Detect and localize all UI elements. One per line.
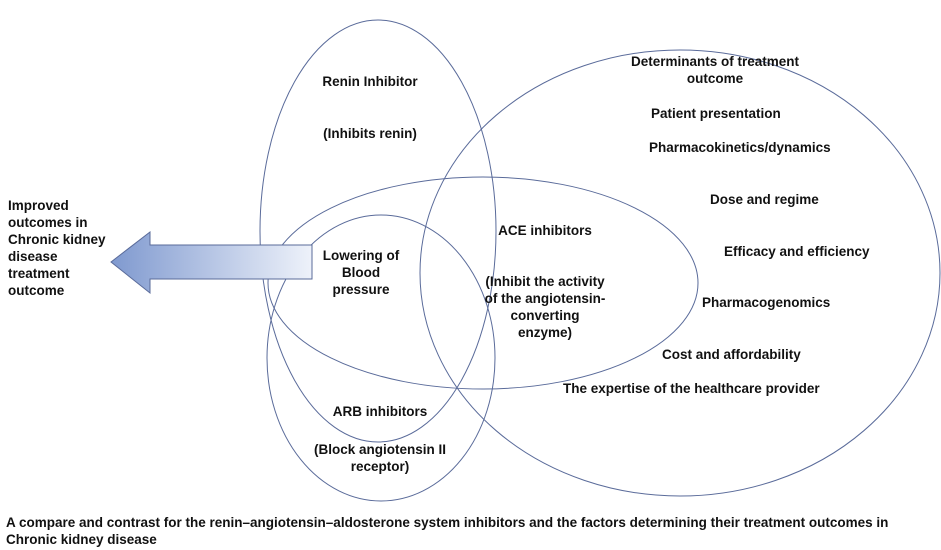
renin-inhibitor-ellipse [259, 19, 497, 443]
venn-diagram [110, 19, 941, 502]
ace-inhibitors-ellipse [267, 176, 699, 390]
determinants-title-line1: Determinants of treatment [630, 54, 800, 69]
arb-inhibitors-ellipse [266, 214, 496, 502]
determinant-item: Pharmacogenomics [702, 295, 831, 310]
determinant-item: Patient presentation [651, 106, 781, 121]
figure-caption: A compare and contrast for the renin–ang… [6, 515, 889, 547]
renin-inhibitor-desc: (Inhibits renin) [323, 126, 417, 141]
outcome-label-line: treatment [8, 266, 70, 281]
determinant-item: Cost and affordability [662, 347, 801, 362]
center-label-line2: Blood [341, 265, 381, 280]
outcome-label-line: disease [8, 249, 58, 264]
renin-inhibitor-title: Renin Inhibitor [322, 74, 418, 89]
outcome-label-line: Chronic kidney [8, 232, 106, 247]
determinant-item: Pharmacokinetics/dynamics [649, 140, 831, 155]
ace-inhibitors-title: ACE inhibitors [498, 223, 592, 238]
outcome-label-line: Improved [8, 198, 69, 213]
ace-inhibitors-desc-line3: converting [510, 308, 580, 323]
outcome-label-line: outcome [8, 283, 65, 298]
center-label-line1: Lowering of [322, 248, 400, 263]
determinant-item: Dose and regime [710, 192, 819, 207]
ace-inhibitors-desc-line1: (Inhibit the activity [485, 274, 605, 289]
arb-inhibitors-desc-line1: (Block angiotensin II [313, 442, 446, 457]
outcome-arrow [110, 230, 313, 295]
center-label-line3: pressure [332, 282, 390, 297]
determinant-item: The expertise of the healthcare provider [563, 381, 820, 396]
determinants-ellipse [419, 49, 941, 497]
arb-inhibitors-title: ARB inhibitors [332, 404, 428, 419]
determinant-item: Efficacy and efficiency [724, 244, 870, 259]
outcome-label-line: outcomes in [8, 215, 88, 230]
ace-inhibitors-desc-line2: of the angiotensin- [484, 291, 606, 306]
arb-inhibitors-desc-line2: receptor) [350, 459, 410, 474]
ace-inhibitors-desc-line4: enzyme) [517, 325, 573, 340]
determinants-title-line2: outcome [686, 71, 744, 86]
